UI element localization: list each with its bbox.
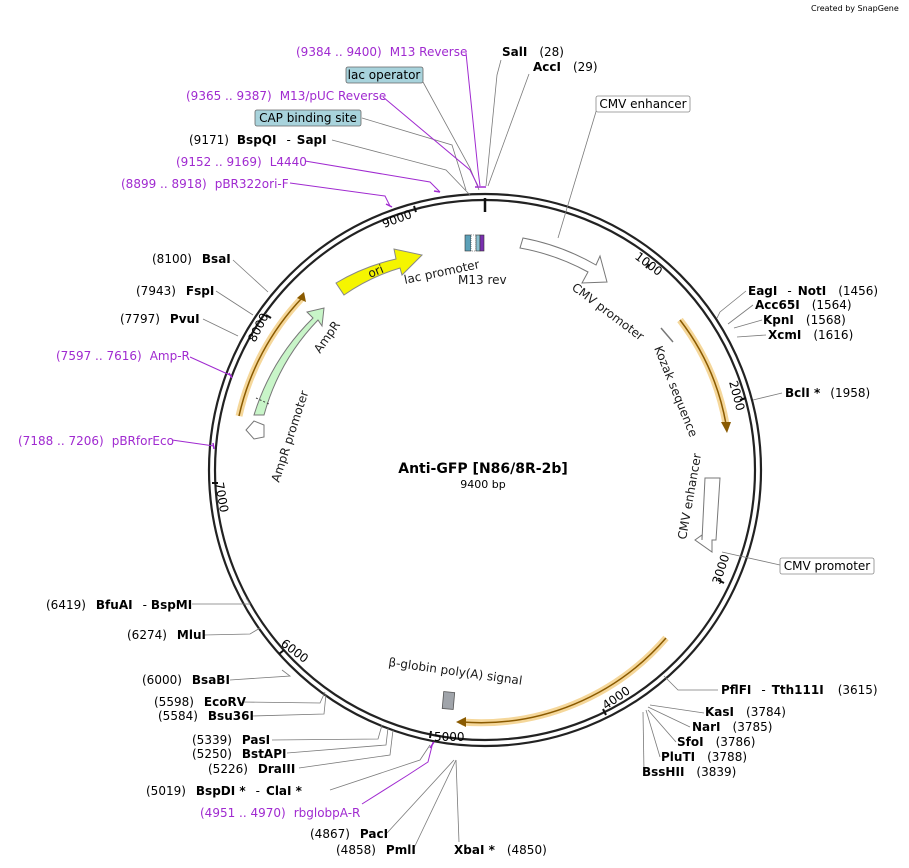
orf-right-arc[interactable] <box>679 319 727 425</box>
primer-l4440[interactable]: (9152 .. 9169)L4440 <box>176 155 307 169</box>
enzyme-bsabi[interactable]: (6000)BsaBI <box>142 673 230 687</box>
enzyme-kasi[interactable]: KasI(3784) <box>705 705 786 719</box>
enzyme-bsshii[interactable]: BssHII(3839) <box>642 765 736 779</box>
primer-m13-reverse[interactable]: (9384 .. 9400)M13 Reverse <box>296 45 467 59</box>
enzyme-acci[interactable]: AccI(29) <box>533 60 598 74</box>
tick-label-9000: 9000 <box>380 207 413 231</box>
ori-arrow[interactable] <box>335 248 424 296</box>
ampr-promoter-label: AmpR promoter <box>269 389 312 484</box>
kozak-mark <box>660 327 674 343</box>
enzyme-bfuai-bspmi[interactable]: (6419)BfuAI-BspMI <box>46 598 192 612</box>
ampr-promoter-arrow[interactable] <box>245 420 265 440</box>
enzyme-bstapi[interactable]: (5250)BstAPI <box>192 747 286 761</box>
cmv-promoter-arrow[interactable] <box>519 237 608 284</box>
plasmid-size: 9400 bp <box>460 478 505 491</box>
enzyme-kpni[interactable]: KpnI(1568) <box>763 313 846 327</box>
ori-label: ori <box>366 262 386 281</box>
lac-operator-tag[interactable] <box>345 66 424 84</box>
enzyme-pluti[interactable]: PluTI(3788) <box>661 750 747 764</box>
cmv-enhancer-arrow[interactable] <box>694 477 721 553</box>
cmv-enhancer-tag[interactable] <box>595 95 691 113</box>
cap-site-box[interactable] <box>464 234 472 252</box>
ampr-arrow[interactable] <box>253 307 325 416</box>
enzyme-sali[interactable]: SalI(28) <box>502 45 564 59</box>
enzyme-bspqi-sapi[interactable]: (9171)BspQI-SapI <box>189 133 327 147</box>
primer-rbglobpa-r[interactable]: (4951 .. 4970)rbglobpA-R <box>200 806 360 820</box>
orf-left-arrowhead <box>297 292 306 302</box>
tick-marks <box>212 205 747 739</box>
orf-left-highlight <box>235 295 305 417</box>
enzyme-nari[interactable]: NarI(3785) <box>692 720 772 734</box>
primer-amp-r[interactable]: (7597 .. 7616)Amp-R <box>56 349 190 363</box>
orf-right-arrowhead <box>721 422 731 433</box>
orf-left-arc[interactable] <box>238 297 303 417</box>
enzyme-mlui[interactable]: (6274)MluI <box>127 628 206 642</box>
credit-text: Created by SnapGene <box>811 4 899 13</box>
m13-rev-box[interactable] <box>479 234 485 252</box>
cmv-enhancer-tag-label: CMV enhancer <box>599 97 686 111</box>
enzyme-draiii[interactable]: (5226)DraIII <box>208 762 295 776</box>
lac-operator-tag-label: lac operator <box>348 68 421 82</box>
primer-lines <box>171 52 486 805</box>
enzyme-xbai[interactable]: XbaI *(4850) <box>454 843 547 857</box>
enzyme-acc65i[interactable]: Acc65I(1564) <box>755 298 852 312</box>
enzyme-xcmi[interactable]: XcmI(1616) <box>768 328 853 342</box>
enzyme-pflfi-tth111i[interactable]: PflFI-Tth111I(3615) <box>721 683 878 697</box>
lac-promoter-box[interactable] <box>470 234 477 252</box>
enzyme-pasi[interactable]: (5339)PasI <box>192 733 270 747</box>
enzyme-fspi[interactable]: (7943)FspI <box>136 284 214 298</box>
enzyme-eagi-noti[interactable]: EagI-NotI(1456) <box>748 284 878 298</box>
backbone-outer <box>207 192 763 748</box>
primer-pbr322ori[interactable]: (8899 .. 8918)pBR322ori-F <box>121 177 289 191</box>
cmv-enhancer-label: CMV enhancer <box>675 452 704 540</box>
orf-bottom-arrowhead <box>456 717 466 727</box>
cmv-promoter-label: CMV promoter <box>569 280 647 343</box>
enzyme-ecorv[interactable]: (5598)EcoRV <box>154 695 247 709</box>
tick-label-7000: 7000 <box>212 481 231 514</box>
primer-pbrforeco[interactable]: (7188 .. 7206)pBRforEco <box>18 434 174 448</box>
cap-site-tag-label: CAP binding site <box>259 111 357 125</box>
cmv-promoter-tag[interactable] <box>779 557 875 575</box>
lac-operator-box[interactable] <box>475 234 481 252</box>
tick-label-1000: 1000 <box>632 249 665 279</box>
orf-bottom-arc[interactable] <box>461 637 667 724</box>
enzyme-pmli[interactable]: (4858)PmlI <box>336 843 416 857</box>
enzyme-bsai[interactable]: (8100)BsaI <box>152 252 231 266</box>
ampr-label: AmpR <box>311 318 343 355</box>
polya-box[interactable] <box>441 691 456 710</box>
m13-rev-label: M13 rev <box>458 273 507 287</box>
leader-lines <box>192 59 783 851</box>
tick-label-2000: 2000 <box>726 379 747 412</box>
enzyme-sfoi[interactable]: SfoI(3786) <box>677 735 755 749</box>
tick-label-3000: 3000 <box>710 553 733 586</box>
primer-m13-puc-reverse[interactable]: (9365 .. 9387)M13/pUC Reverse <box>186 89 386 103</box>
polya-label: β-globin poly(A) signal <box>388 655 524 688</box>
tick-label-5000: 5000 <box>434 730 465 744</box>
enzyme-bcli[interactable]: BclI *(1958) <box>785 386 870 400</box>
kozak-label: Kozak sequence <box>651 344 700 439</box>
cap-site-tag[interactable] <box>254 109 362 127</box>
plasmid-name: Anti-GFP [N86/8R-2b] <box>398 461 568 477</box>
enzyme-paci[interactable]: (4867)PacI <box>310 827 388 841</box>
enzyme-bsu36i[interactable]: (5584)Bsu36I <box>158 709 254 723</box>
enzyme-bspdi-clai[interactable]: (5019)BspDI *-ClaI * <box>146 784 303 798</box>
enzyme-pvui[interactable]: (7797)PvuI <box>120 312 200 326</box>
cmv-promoter-tag-label: CMV promoter <box>784 559 871 573</box>
